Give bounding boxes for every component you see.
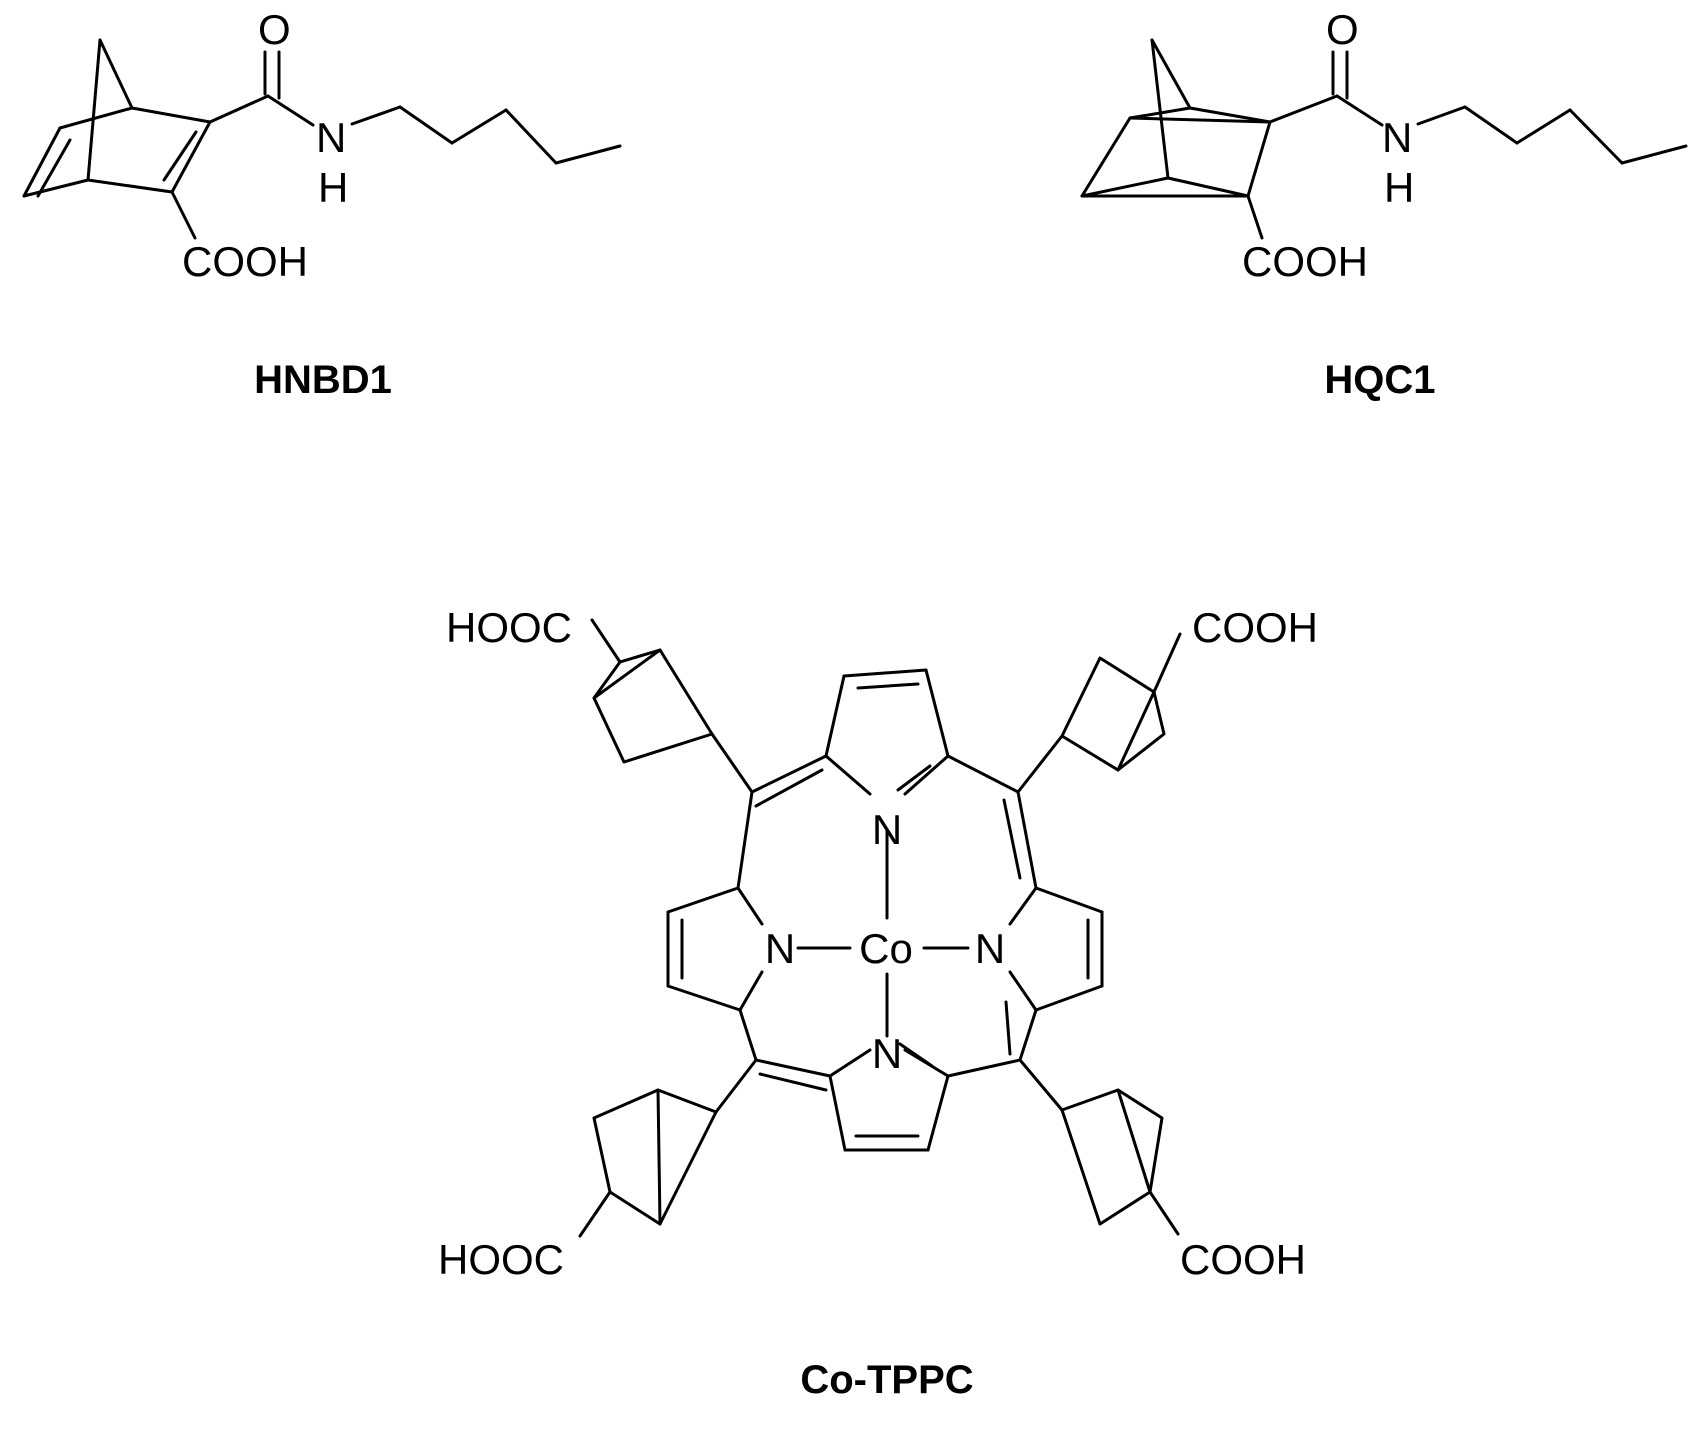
hnbd1-nitrogen: N (316, 114, 346, 161)
cotppc-acid-top-right: COOH (1192, 604, 1318, 651)
cotppc-metal-center: Co (859, 925, 913, 972)
cotppc-acid-bottom-left: HOOC (438, 1236, 564, 1283)
hnbd1-hydrogen: H (318, 164, 348, 211)
hnbd1-carboxylic-acid: COOH (182, 238, 308, 285)
hqc1-oxygen: O (1326, 6, 1359, 53)
hqc1-structure: O N H COOH HQC1 (1080, 6, 1688, 402)
hnbd1-caption: HNBD1 (254, 358, 392, 402)
cotppc-nitrogen-right: N (975, 925, 1005, 972)
cotppc-bonds (578, 618, 1182, 1238)
cotppc-nitrogen-left: N (765, 925, 795, 972)
hnbd1-bonds (22, 38, 622, 240)
cotppc-structure: Co N N N N HOOC COOH HOOC COOH Co-TPPC (438, 604, 1318, 1402)
hqc1-hydrogen: H (1384, 164, 1414, 211)
cotppc-nitrogen-bottom: N (872, 1030, 902, 1077)
hqc1-carboxylic-acid: COOH (1242, 238, 1368, 285)
hqc1-nitrogen: N (1382, 114, 1412, 161)
cotppc-acid-top-left: HOOC (446, 604, 572, 651)
cotppc-nitrogen-top: N (872, 806, 902, 853)
hqc1-caption: HQC1 (1324, 358, 1435, 402)
hqc1-bonds (1080, 38, 1688, 240)
cotppc-caption: Co-TPPC (800, 1358, 973, 1402)
hnbd1-structure: O N H COOH HNBD1 (22, 6, 622, 402)
cotppc-acid-bottom-right: COOH (1180, 1236, 1306, 1283)
hnbd1-oxygen: O (258, 6, 291, 53)
